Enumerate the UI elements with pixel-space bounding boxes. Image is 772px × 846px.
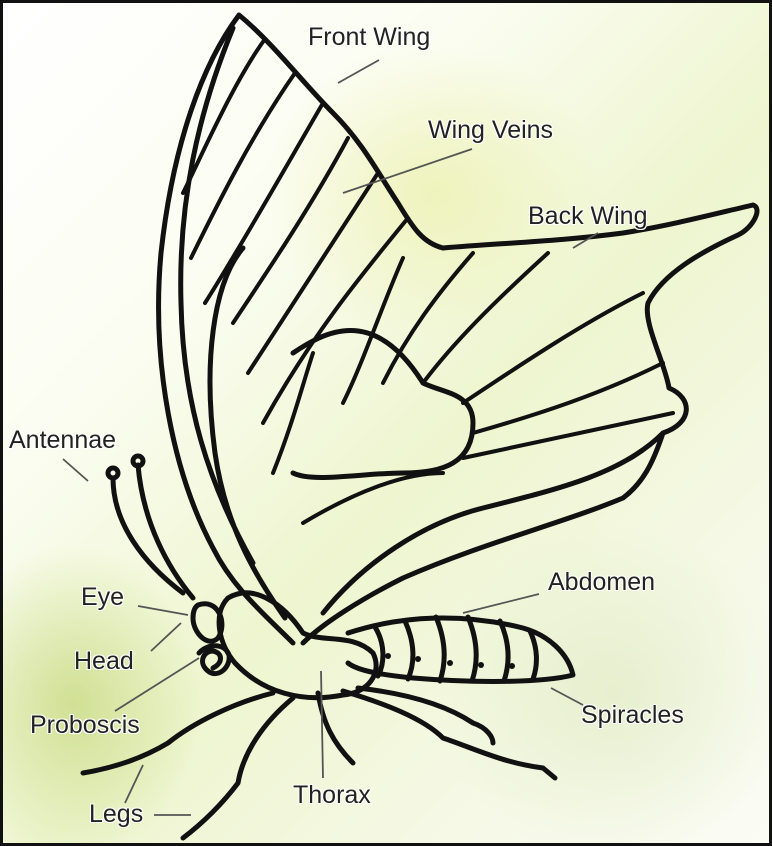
label-back-wing: Back Wing <box>528 204 647 229</box>
front-wing-outline <box>159 15 443 643</box>
abdomen-segment <box>405 621 413 679</box>
antenna-tip <box>108 468 118 478</box>
wing-veins-group <box>183 39 673 523</box>
label-front-wing: Front Wing <box>308 25 430 50</box>
label-head: Head <box>74 649 134 674</box>
antenna-left <box>113 478 183 593</box>
leg <box>343 691 555 778</box>
antenna-tip <box>133 456 143 466</box>
leg <box>358 688 493 743</box>
label-wing-veins: Wing Veins <box>428 118 553 143</box>
label-proboscis: Proboscis <box>30 713 140 738</box>
label-spiracles: Spiracles <box>581 703 684 728</box>
leg <box>183 698 293 838</box>
label-antennae: Antennae <box>9 428 116 453</box>
label-abdomen: Abdomen <box>548 570 655 595</box>
abdomen-segment <box>530 631 536 679</box>
spiracle-dots <box>385 653 515 669</box>
abdomen-segment <box>468 617 476 681</box>
label-thorax: Thorax <box>293 783 371 808</box>
abdomen-segment <box>436 617 444 681</box>
label-legs: Legs <box>89 802 143 827</box>
label-eye: Eye <box>81 585 124 610</box>
abdomen-segment <box>500 621 508 681</box>
